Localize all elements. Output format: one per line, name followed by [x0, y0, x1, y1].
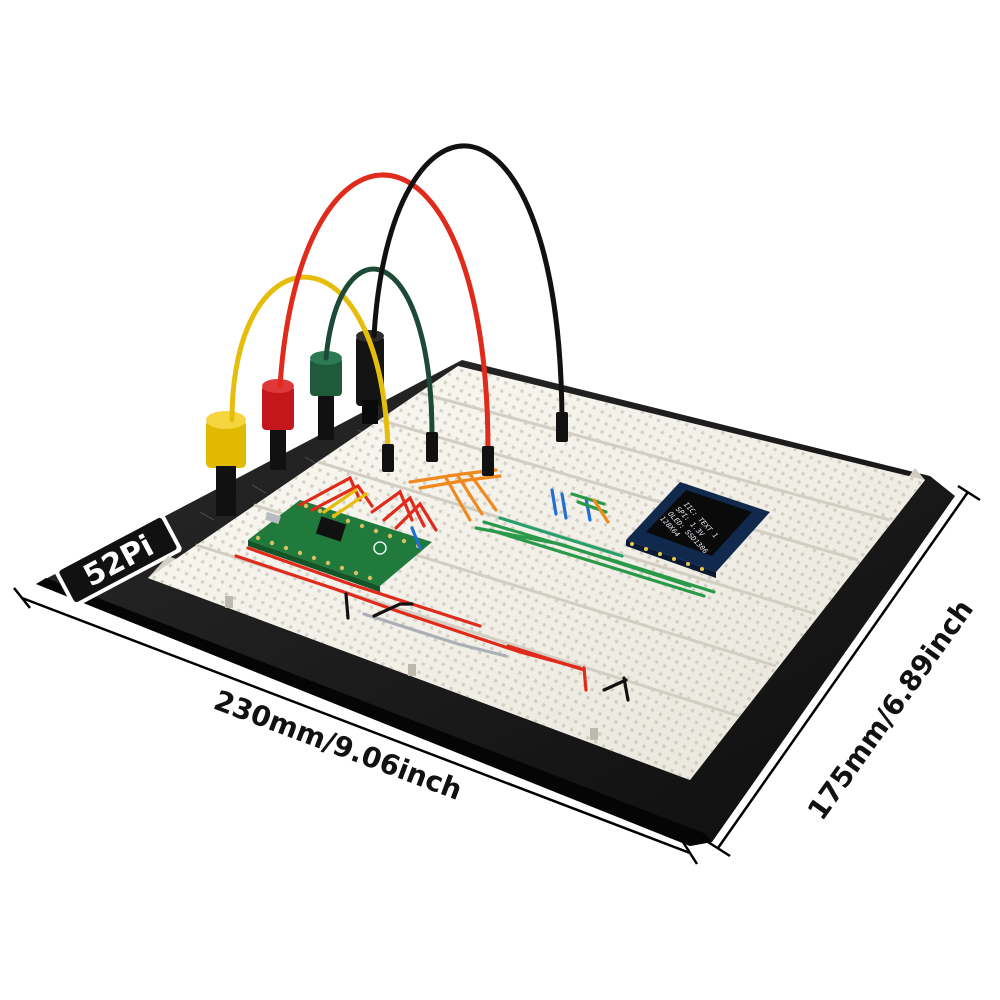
red-binding-post[interactable]: [262, 379, 294, 470]
raspberry-logo-icon: [373, 541, 387, 555]
black-binding-post[interactable]: [356, 330, 384, 424]
jumper-wires: [234, 468, 716, 702]
oled-pin-header-icon: [630, 542, 704, 571]
breadboard: [148, 366, 925, 780]
chip-icon: [315, 516, 347, 542]
pico-microcontroller: [248, 500, 432, 592]
yellow-lead: [229, 274, 391, 451]
red-lead: [277, 172, 491, 453]
black-lead: [371, 143, 565, 423]
oled-display-module: IIC: TEXT 1 SPI: 1.3V OLED: SSD1306 128X…: [626, 482, 770, 578]
yellow-binding-post[interactable]: [206, 411, 246, 516]
lead-connector-icon: [382, 412, 568, 476]
test-lead-wires: [229, 143, 568, 476]
green-lead: [323, 266, 435, 439]
binding-posts: [206, 330, 384, 516]
usb-port-icon: [265, 512, 281, 524]
